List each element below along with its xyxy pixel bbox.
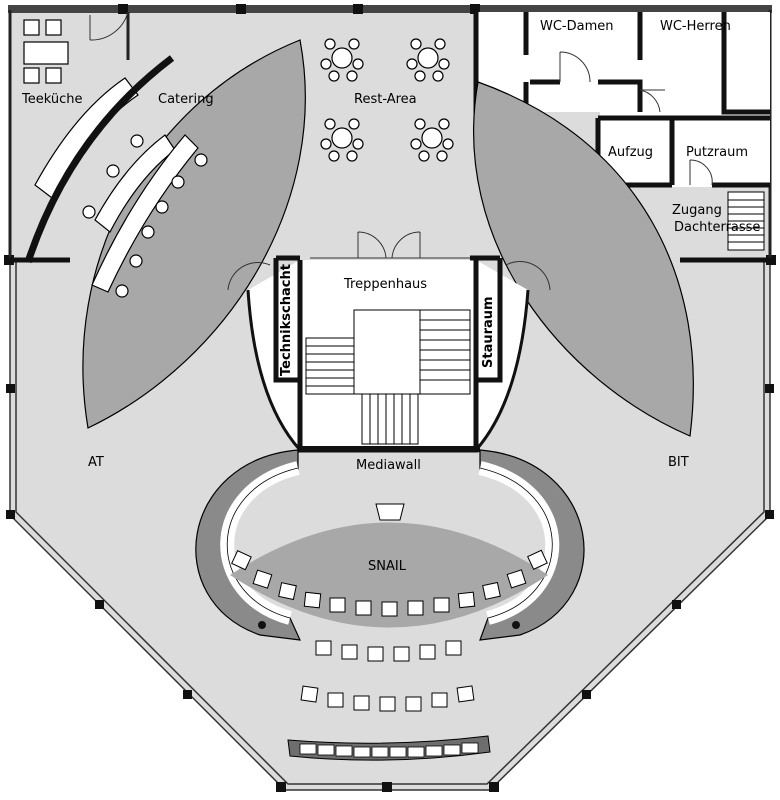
- room-label-wc-damen: WC-Damen: [540, 19, 614, 34]
- room-label-at: AT: [88, 455, 104, 470]
- catering-stools: [82, 134, 208, 298]
- chair-icon: [45, 67, 62, 84]
- rest-area-tables: [320, 38, 454, 162]
- room-label-catering: Catering: [158, 92, 214, 107]
- teekueche-room: [23, 11, 175, 264]
- mediawall: [298, 446, 480, 452]
- catering-counters: [91, 134, 199, 293]
- room-label-teekueche: Teeküche: [22, 92, 83, 107]
- bit-area: [473, 81, 694, 437]
- room-label-bit: BIT: [668, 455, 689, 470]
- seats: [231, 549, 548, 712]
- room-label-technikschacht: Technikschacht: [279, 264, 294, 376]
- room-label-aufzug: Aufzug: [608, 145, 654, 160]
- room-label-dachterrasse: Dachterrasse: [674, 220, 761, 235]
- room-label-stauraum: Stauraum: [481, 296, 496, 368]
- room-label-mediawall: Mediawall: [356, 458, 421, 473]
- rear-bench: [287, 735, 491, 761]
- table-icon: [23, 41, 69, 65]
- chair-icon: [45, 19, 62, 36]
- chair-icon: [23, 19, 40, 36]
- room-label-snail: SNAIL: [368, 559, 406, 574]
- room-label-treppenhaus: Treppenhaus: [344, 277, 428, 292]
- stair-core: [227, 231, 551, 453]
- room-label-putzraum: Putzraum: [686, 145, 748, 160]
- room-label-zugang: Zugang: [672, 203, 722, 218]
- catering-area: [82, 39, 306, 429]
- round-table-icon: [320, 118, 364, 162]
- round-table-icon: [406, 38, 450, 82]
- room-label-wc-herren: WC-Herren: [660, 19, 731, 34]
- chair-icon: [23, 67, 40, 84]
- service-rooms: [473, 12, 775, 262]
- round-table-icon: [410, 118, 454, 162]
- top-wall: [8, 4, 772, 14]
- round-table-icon: [320, 38, 364, 82]
- room-label-rest-area: Rest-Area: [354, 92, 417, 107]
